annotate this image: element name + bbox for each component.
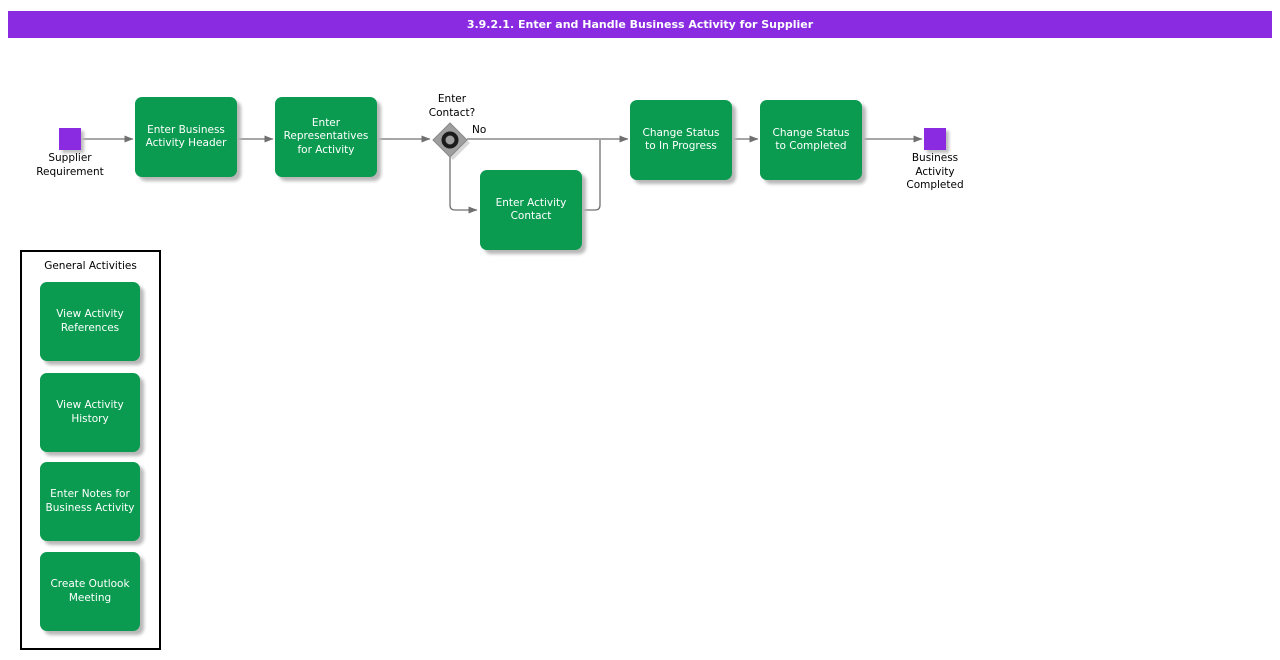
start-event-label: Supplier Requirement <box>36 152 104 178</box>
activity-enter-notes-for-business-activity[interactable]: Enter Notes for Business Activity <box>40 462 140 541</box>
diagram-title-bar: 3.9.2.1. Enter and Handle Business Activ… <box>8 11 1272 38</box>
activity-label: Enter Business Activity Header <box>145 123 227 150</box>
connector-decision-yes-to-enter-contact <box>449 157 478 214</box>
decision-question-label: Enter Contact? <box>428 93 476 119</box>
activity-label: Change Status to In Progress <box>642 126 720 153</box>
activity-enter-activity-contact[interactable]: Enter Activity Contact <box>480 170 582 250</box>
end-event-node <box>924 128 946 150</box>
activity-label: View Activity References <box>56 308 124 334</box>
start-event-node <box>59 128 81 150</box>
activity-change-status-to-in-progress[interactable]: Change Status to In Progress <box>630 100 732 180</box>
activity-label: Create Outlook Meeting <box>50 578 130 604</box>
activity-label: Enter Notes for Business Activity <box>45 488 135 514</box>
connector-enter-contact-merge <box>582 140 601 211</box>
general-activities-title: General Activities <box>44 260 137 272</box>
activity-view-activity-history[interactable]: View Activity History <box>40 373 140 452</box>
activity-enter-business-activity-header[interactable]: Enter Business Activity Header <box>135 97 237 177</box>
activity-create-outlook-meeting[interactable]: Create Outlook Meeting <box>40 552 140 631</box>
general-activities-panel: General Activities View Activity Referen… <box>20 250 161 650</box>
activity-view-activity-references[interactable]: View Activity References <box>40 282 140 361</box>
diagram-title: 3.9.2.1. Enter and Handle Business Activ… <box>466 18 814 31</box>
activity-label: Change Status to Completed <box>772 126 850 153</box>
activity-label: Enter Activity Contact <box>495 196 567 223</box>
decision-no-label: No <box>472 124 487 136</box>
activity-enter-representatives-for-activity[interactable]: Enter Representatives for Activity <box>275 97 377 177</box>
activity-change-status-to-completed[interactable]: Change Status to Completed <box>760 100 862 180</box>
decision-gateway-icon <box>432 122 470 160</box>
activity-label: View Activity History <box>56 399 124 425</box>
activity-label: Enter Representatives for Activity <box>283 116 369 156</box>
end-event-label: Business Activity Completed <box>906 152 964 191</box>
